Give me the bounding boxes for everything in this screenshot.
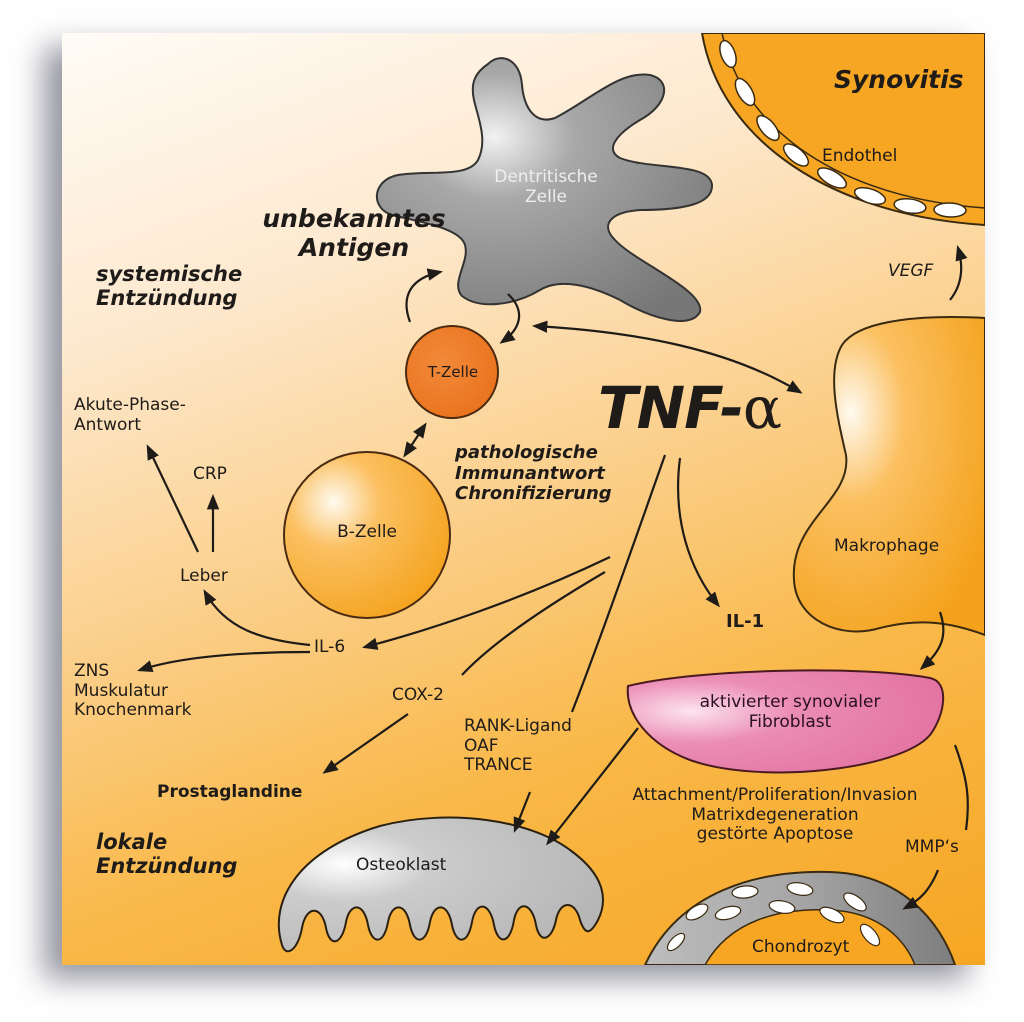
systemic-line-2: Entzündung	[96, 286, 238, 311]
label-targets: ZNS Muskulatur Knochenmark	[74, 661, 192, 721]
target-knochenmark: Knochenmark	[74, 700, 192, 721]
patho-line-3: Chronifizierung	[455, 483, 612, 505]
label-crp: CRP	[193, 464, 227, 484]
b-cell	[283, 451, 451, 619]
label-osteoclast: Osteoklast	[356, 855, 447, 875]
arrow-leber-akute	[146, 444, 199, 553]
label-vegf: VEGF	[888, 261, 934, 281]
effect-line-1: Attachment/Proliferation/Invasion	[632, 785, 918, 805]
fibroblast-line-1: aktivierter synovialer	[699, 692, 881, 712]
arrow-dendritic-to-tcell	[499, 293, 521, 344]
arrow-tcell-macrophage	[531, 320, 803, 394]
arrow-tcell-to-antigen	[405, 268, 444, 323]
label-pathological-response: pathologische Immunantwort Chronifizieru…	[455, 442, 612, 505]
osteoclast-cell	[277, 816, 604, 953]
rank-trance: TRANCE	[464, 755, 533, 776]
title-tnf-alpha: TNF-α	[598, 374, 782, 442]
label-cox2: COX-2	[392, 685, 444, 705]
label-il6: IL-6	[314, 637, 346, 657]
arrow-tcell-bcell	[403, 422, 427, 458]
systemic-line-1: systemische	[96, 262, 243, 286]
rank-oaf: OAF	[464, 735, 499, 756]
chondrocyte-cartilage	[643, 870, 957, 965]
arrow-fibroblast-mmps	[953, 744, 969, 831]
arrow-tnf-cox2	[461, 571, 606, 676]
label-synovitis: Synovitis	[834, 65, 964, 94]
arrow-trance-osteoclast	[513, 791, 532, 833]
arrow-il6-zns	[137, 650, 311, 673]
title-tnf: TNF-	[598, 374, 744, 442]
label-rank: RANK-Ligand OAF TRANCE	[464, 716, 572, 776]
label-chondrocyte: Chondrozyt	[752, 937, 850, 957]
arrow-tnf-il1	[676, 457, 720, 608]
arrow-fibroblast-osteoclast	[546, 727, 639, 846]
arrow-cox2-prostaglandine	[322, 713, 409, 774]
local-line-1: lokale	[96, 830, 168, 854]
label-endothel: Endothel	[822, 146, 898, 166]
arrow-macrophage-fibroblast	[919, 611, 945, 671]
label-macrophage: Makrophage	[834, 536, 940, 556]
label-fibroblast-effects: Attachment/Proliferation/Invasion Matrix…	[600, 785, 950, 845]
label-prostaglandine: Prostaglandine	[157, 782, 303, 802]
label-t-cell: T-Zelle	[427, 363, 479, 381]
fibroblast-line-2: Fibroblast	[748, 711, 832, 732]
label-leber: Leber	[180, 566, 228, 586]
acute-line-1: Akute-Phase-	[74, 395, 186, 415]
dendritic-line-2: Zelle	[524, 186, 567, 207]
arrow-tnf-rank	[570, 454, 667, 713]
macrophage-cell	[792, 316, 985, 637]
label-b-cell: B-Zelle	[337, 522, 397, 542]
effect-line-2: Matrixdegeneration	[691, 804, 859, 825]
label-mmps: MMP‘s	[905, 837, 959, 857]
antigen-line-1: unbekanntes	[262, 204, 446, 233]
arrow-il6-leber	[203, 589, 311, 647]
arrow-vegf	[949, 245, 968, 301]
t-cell	[405, 325, 499, 419]
label-dendritic-cell: Dentritische Zelle	[486, 167, 606, 207]
patho-line-1: pathologische	[455, 442, 598, 463]
effect-line-3: gestörte Apoptose	[696, 824, 854, 845]
title-alpha: α	[742, 374, 782, 442]
label-acute-phase: Akute-Phase- Antwort	[74, 395, 186, 435]
dendritic-line-1: Dentritische	[494, 167, 598, 187]
label-unknown-antigen: unbekanntes Antigen	[254, 204, 454, 263]
fibroblast-cell	[626, 669, 945, 774]
rank-ligand: RANK-Ligand	[464, 716, 572, 736]
patho-line-2: Immunantwort	[455, 462, 605, 484]
pathway-arrows	[137, 245, 969, 910]
antigen-line-2: Antigen	[298, 232, 410, 262]
synovitis-vessel	[700, 33, 985, 227]
dendritic-cell	[375, 57, 714, 322]
arrow-tnf-il6	[362, 556, 611, 650]
arrow-mmps-chondrocyte	[902, 869, 940, 910]
label-il1: IL-1	[726, 611, 765, 632]
endothelial-cells	[719, 39, 967, 218]
target-zns: ZNS	[74, 661, 110, 681]
label-local-inflammation: lokale Entzündung	[96, 830, 237, 878]
local-line-2: Entzündung	[96, 854, 238, 879]
acute-line-2: Antwort	[74, 414, 142, 435]
label-fibroblast: aktivierter synovialer Fibroblast	[670, 692, 910, 732]
label-systemic-inflammation: systemische Entzündung	[96, 262, 242, 310]
target-muskulatur: Muskulatur	[74, 680, 168, 701]
